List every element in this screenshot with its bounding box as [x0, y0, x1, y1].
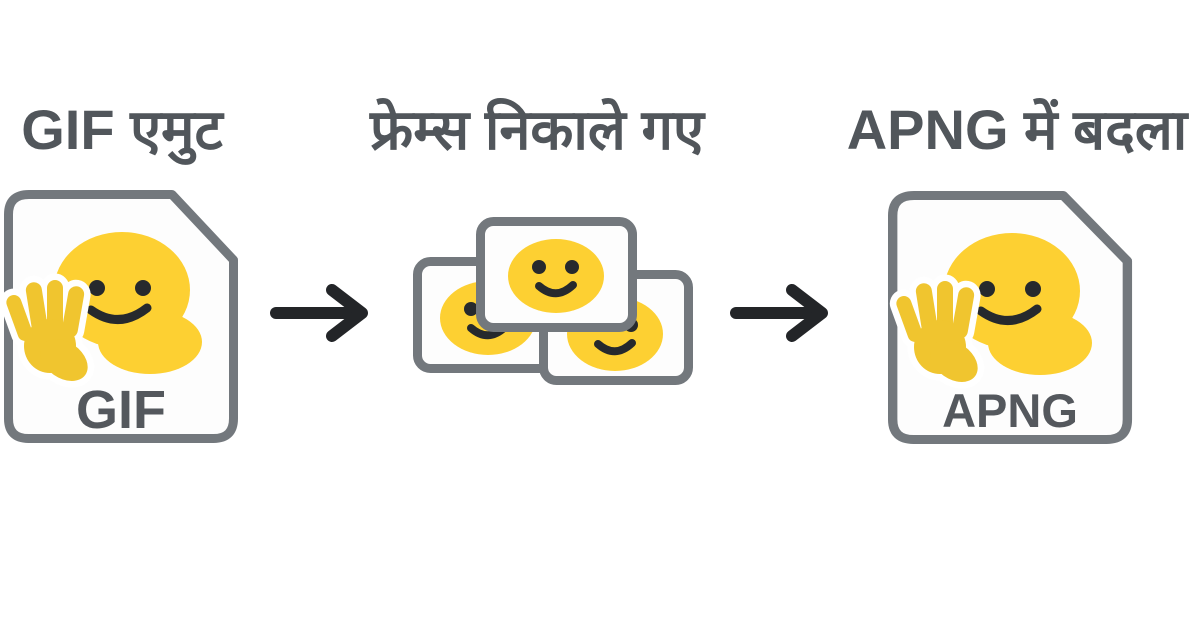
- apng-file-label: APNG: [942, 384, 1078, 437]
- gif-file-label: GIF: [76, 380, 166, 440]
- right-arrow-icon: [276, 290, 362, 336]
- step2-heading: फ्रेम्स निकाले गए: [370, 98, 704, 161]
- frame-front-center: [476, 217, 637, 332]
- step3-heading: APNG में बदला: [846, 98, 1188, 161]
- right-arrow-icon: [736, 290, 822, 336]
- step1-heading: GIF एमुट: [21, 98, 223, 161]
- gif-file-icon: GIF: [4, 195, 233, 441]
- smiley-icon: [508, 239, 604, 313]
- extracted-frames-icon: [413, 217, 693, 385]
- apng-file-icon: APNG: [893, 196, 1128, 440]
